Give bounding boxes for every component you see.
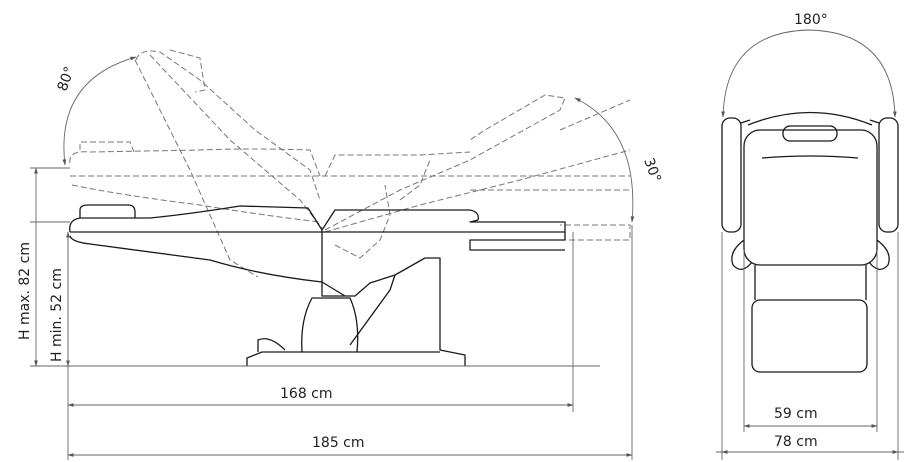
width-59-label: 59 cm	[774, 406, 818, 422]
top-view: 180° 59 cm 78 cm	[716, 12, 904, 460]
alternate-positions-dashed	[69, 49, 631, 278]
armrest-rotation-arc	[721, 29, 897, 118]
backrest-angle-arc	[62, 56, 137, 166]
chair-top-solid	[721, 111, 899, 373]
legrest-angle-arc	[574, 97, 635, 223]
height-max-label: H max. 82 cm	[17, 242, 33, 340]
length-168-label: 168 cm	[280, 386, 333, 402]
armrest-rotation-label: 180°	[794, 12, 828, 28]
height-min-label: H min. 52 cm	[49, 268, 65, 362]
left-armrest	[721, 117, 742, 233]
headrest-handle	[782, 125, 838, 142]
backrest-angle-label: 80°	[55, 65, 79, 94]
right-armrest	[878, 117, 899, 233]
backrest-top	[743, 129, 878, 266]
side-dimensions	[30, 167, 633, 460]
side-view: 80° 30° H max. 82 cm H min. 52 cm 168 cm…	[17, 49, 664, 460]
footrest-top	[751, 299, 868, 373]
chair-side-solid	[69, 204, 566, 366]
top-dimensions	[716, 232, 904, 460]
length-185-label: 185 cm	[312, 435, 365, 451]
legrest-angle-label: 30°	[640, 156, 664, 185]
width-78-label: 78 cm	[774, 434, 818, 450]
